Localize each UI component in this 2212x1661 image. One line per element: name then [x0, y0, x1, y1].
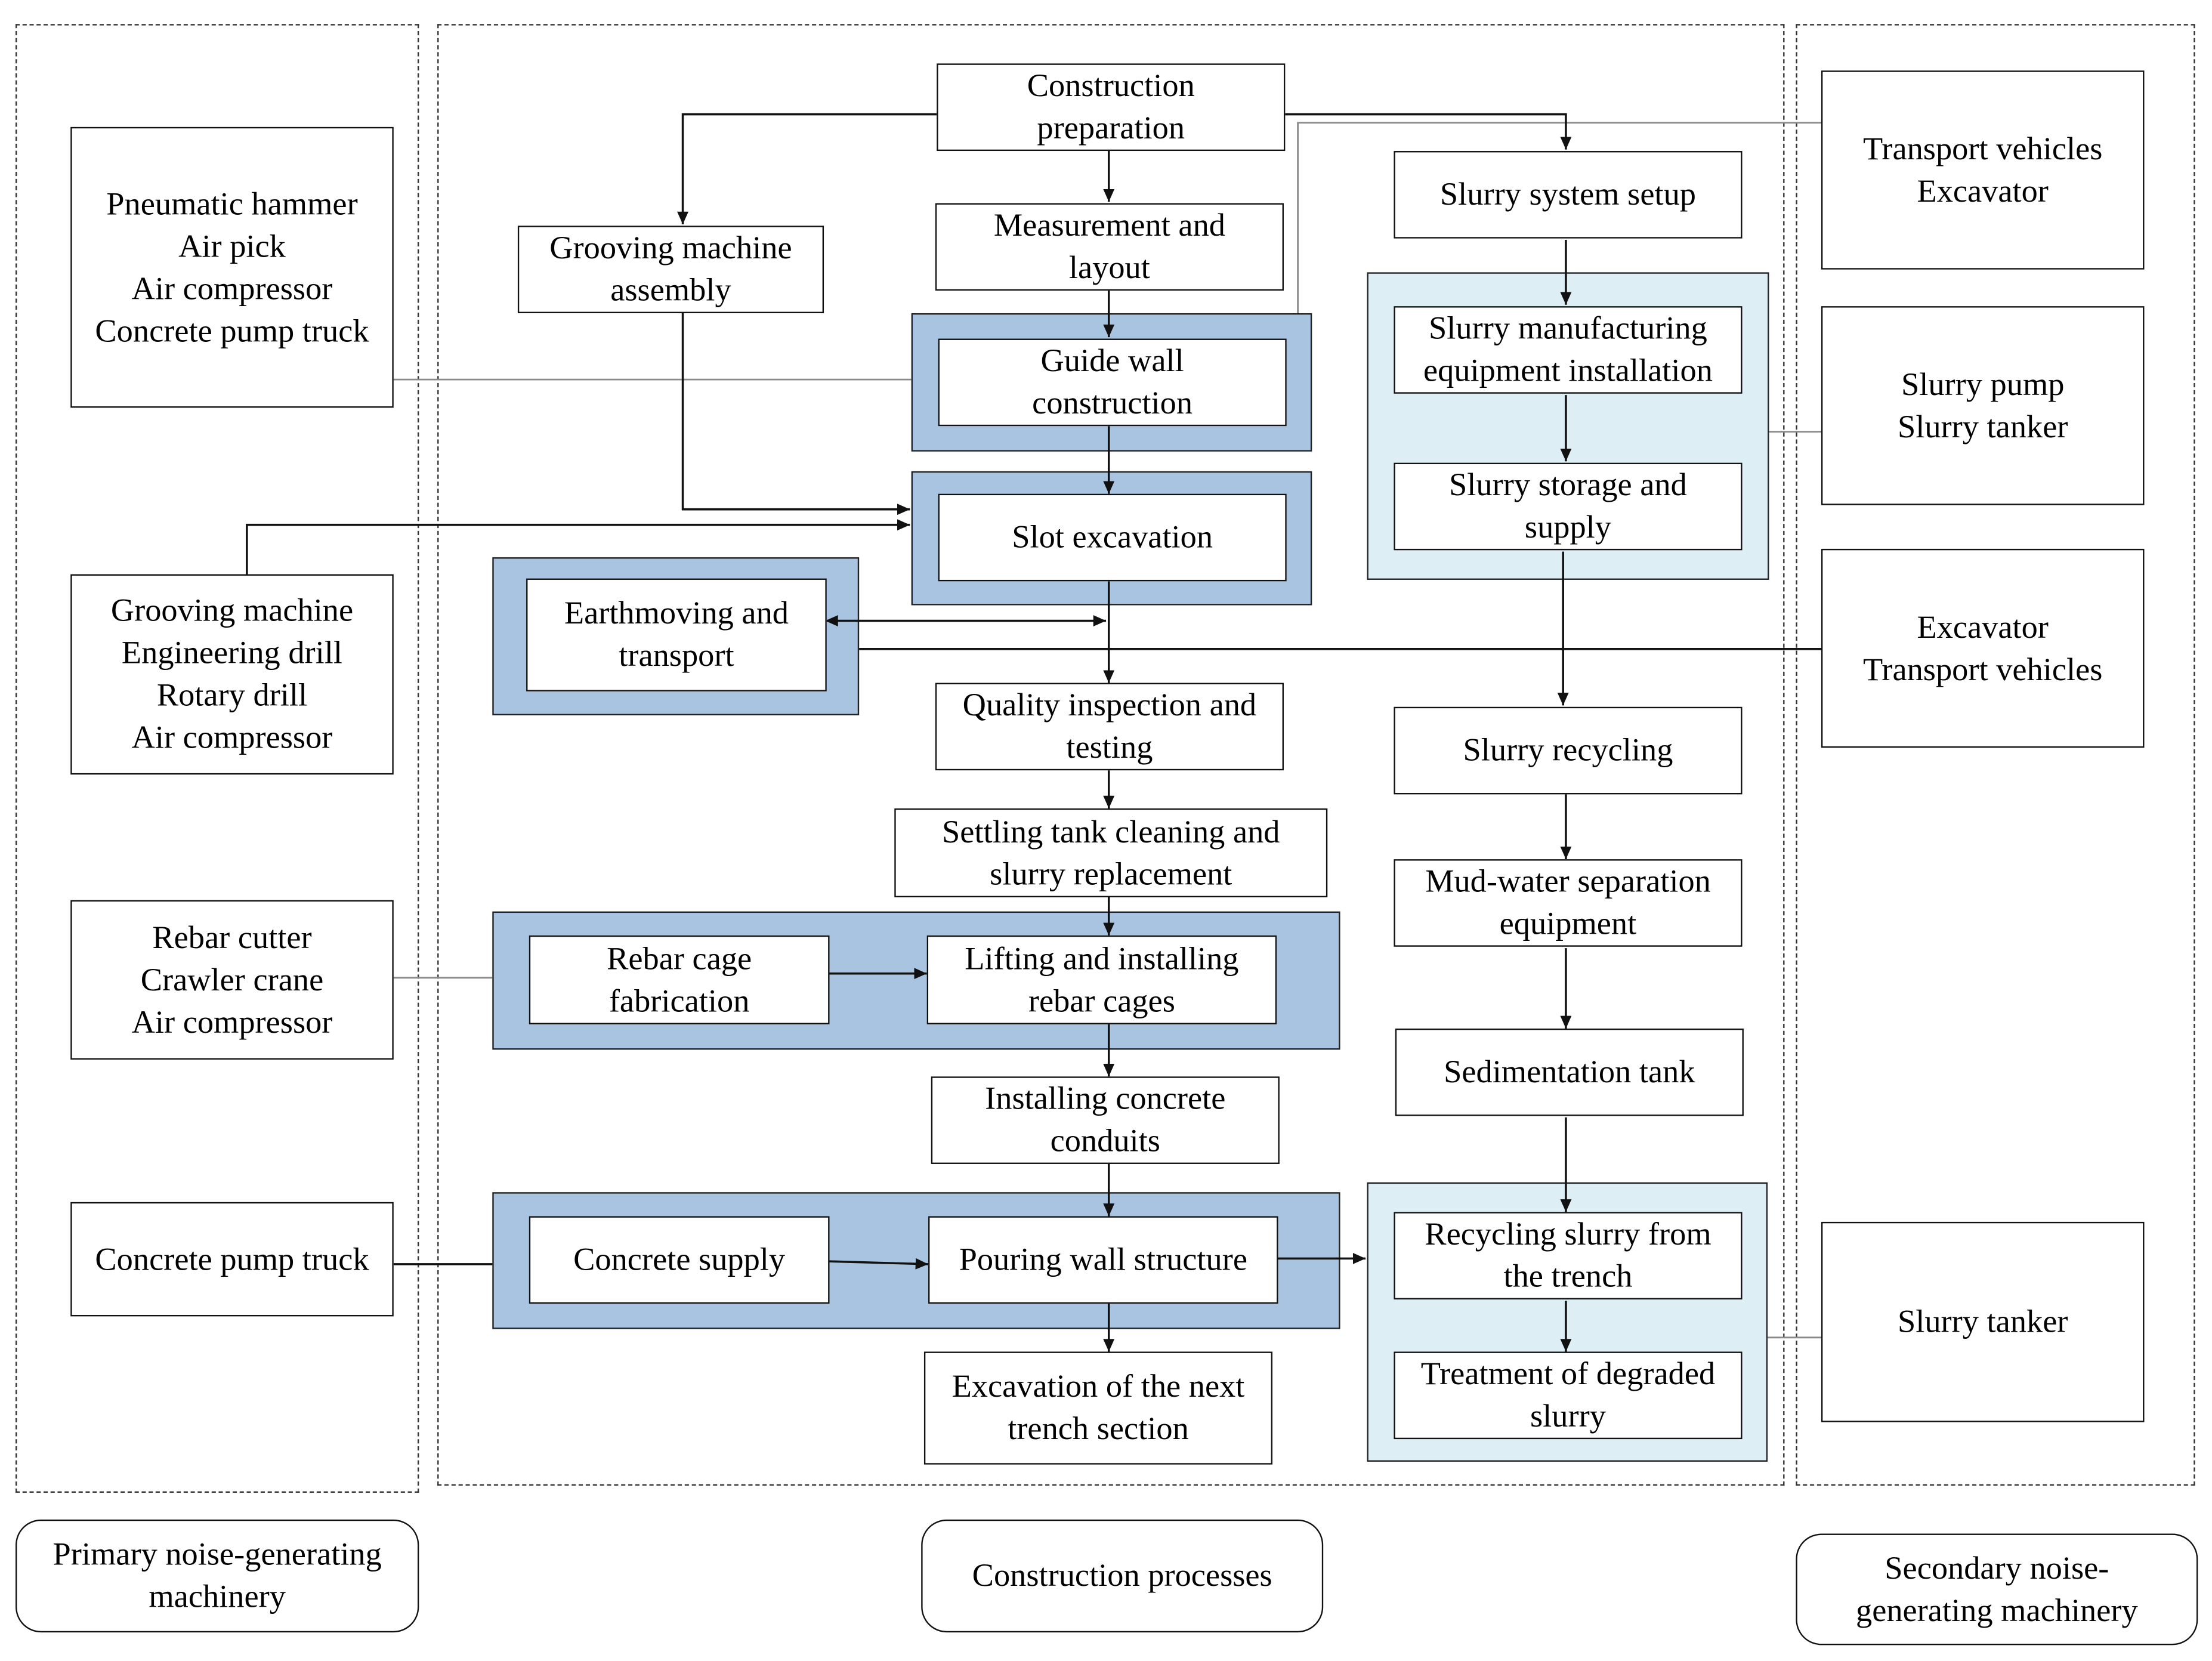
construction-preparation: Construction preparation — [937, 63, 1286, 152]
quality-inspection: Quality inspection and testing — [935, 683, 1284, 771]
lifting-rebar-cages: Lifting and installing rebar cages — [926, 935, 1277, 1024]
rebar-cage-fabrication: Rebar cage fabrication — [529, 935, 830, 1024]
next-trench-excavation: Excavation of the next trench section — [923, 1351, 1273, 1465]
secondary-machinery-caption: Secondary noise- generating machinery — [1796, 1533, 2198, 1645]
construction-processes-caption: Construction processes — [921, 1519, 1324, 1633]
arrow-machines-slot — [246, 519, 910, 575]
arrow-prep-grooving — [677, 113, 937, 225]
primary-rebar-tools: Rebar cutter Crawler crane Air compresso… — [70, 900, 394, 1060]
slurry-storage-supply: Slurry storage and supply — [1394, 462, 1743, 551]
secondary-slurry-pump-tanker: Slurry pump Slurry tanker — [1821, 306, 2145, 505]
sedimentation-tank: Sedimentation tank — [1395, 1028, 1744, 1116]
guide-wall-construction: Guide wall construction — [938, 338, 1287, 427]
slurry-system-setup: Slurry system setup — [1394, 151, 1743, 239]
grooving-machine-assembly: Grooving machine assembly — [517, 226, 824, 313]
primary-excavation-tools: Grooving machine Engineering drill Rotar… — [70, 574, 394, 775]
slurry-recycling: Slurry recycling — [1394, 706, 1743, 795]
secondary-machinery-region — [1796, 24, 2195, 1486]
slot-excavation: Slot excavation — [938, 493, 1287, 582]
pouring-wall-structure: Pouring wall structure — [928, 1216, 1278, 1304]
arrow-supply-pouring — [829, 1258, 929, 1270]
primary-guide-wall-tools: Pneumatic hammer Air pick Air compressor… — [70, 126, 394, 408]
measurement-layout: Measurement and layout — [935, 203, 1284, 291]
secondary-excavator-transport: Excavator Transport vehicles — [1821, 548, 2145, 748]
recycling-slurry-trench: Recycling slurry from the trench — [1394, 1212, 1743, 1299]
mud-water-separation: Mud-water separation equipment — [1394, 859, 1743, 947]
secondary-slurry-tanker: Slurry tanker — [1821, 1221, 2145, 1422]
link-guide-wall-transport — [1297, 122, 1821, 313]
construction-process-region — [437, 24, 1785, 1486]
installing-concrete-conduits: Installing concrete conduits — [931, 1076, 1280, 1164]
primary-machinery-caption: Primary noise-generating machinery — [16, 1519, 419, 1633]
arrow-prep-slurry-setup — [1283, 113, 1572, 150]
arrow-grooving-slot — [681, 313, 910, 515]
secondary-transport-excavator: Transport vehicles Excavator — [1821, 70, 2145, 270]
degraded-slurry-treatment: Treatment of degraded slurry — [1394, 1351, 1743, 1440]
concrete-supply: Concrete supply — [529, 1216, 830, 1304]
slurry-manufacturing-installation: Slurry manufacturing equipment installat… — [1394, 306, 1743, 394]
settling-tank-cleaning: Settling tank cleaning and slurry replac… — [894, 808, 1328, 898]
primary-concrete-pump: Concrete pump truck — [70, 1202, 394, 1317]
earthmoving-transport: Earthmoving and transport — [526, 578, 827, 691]
primary-machinery-region — [16, 24, 419, 1493]
